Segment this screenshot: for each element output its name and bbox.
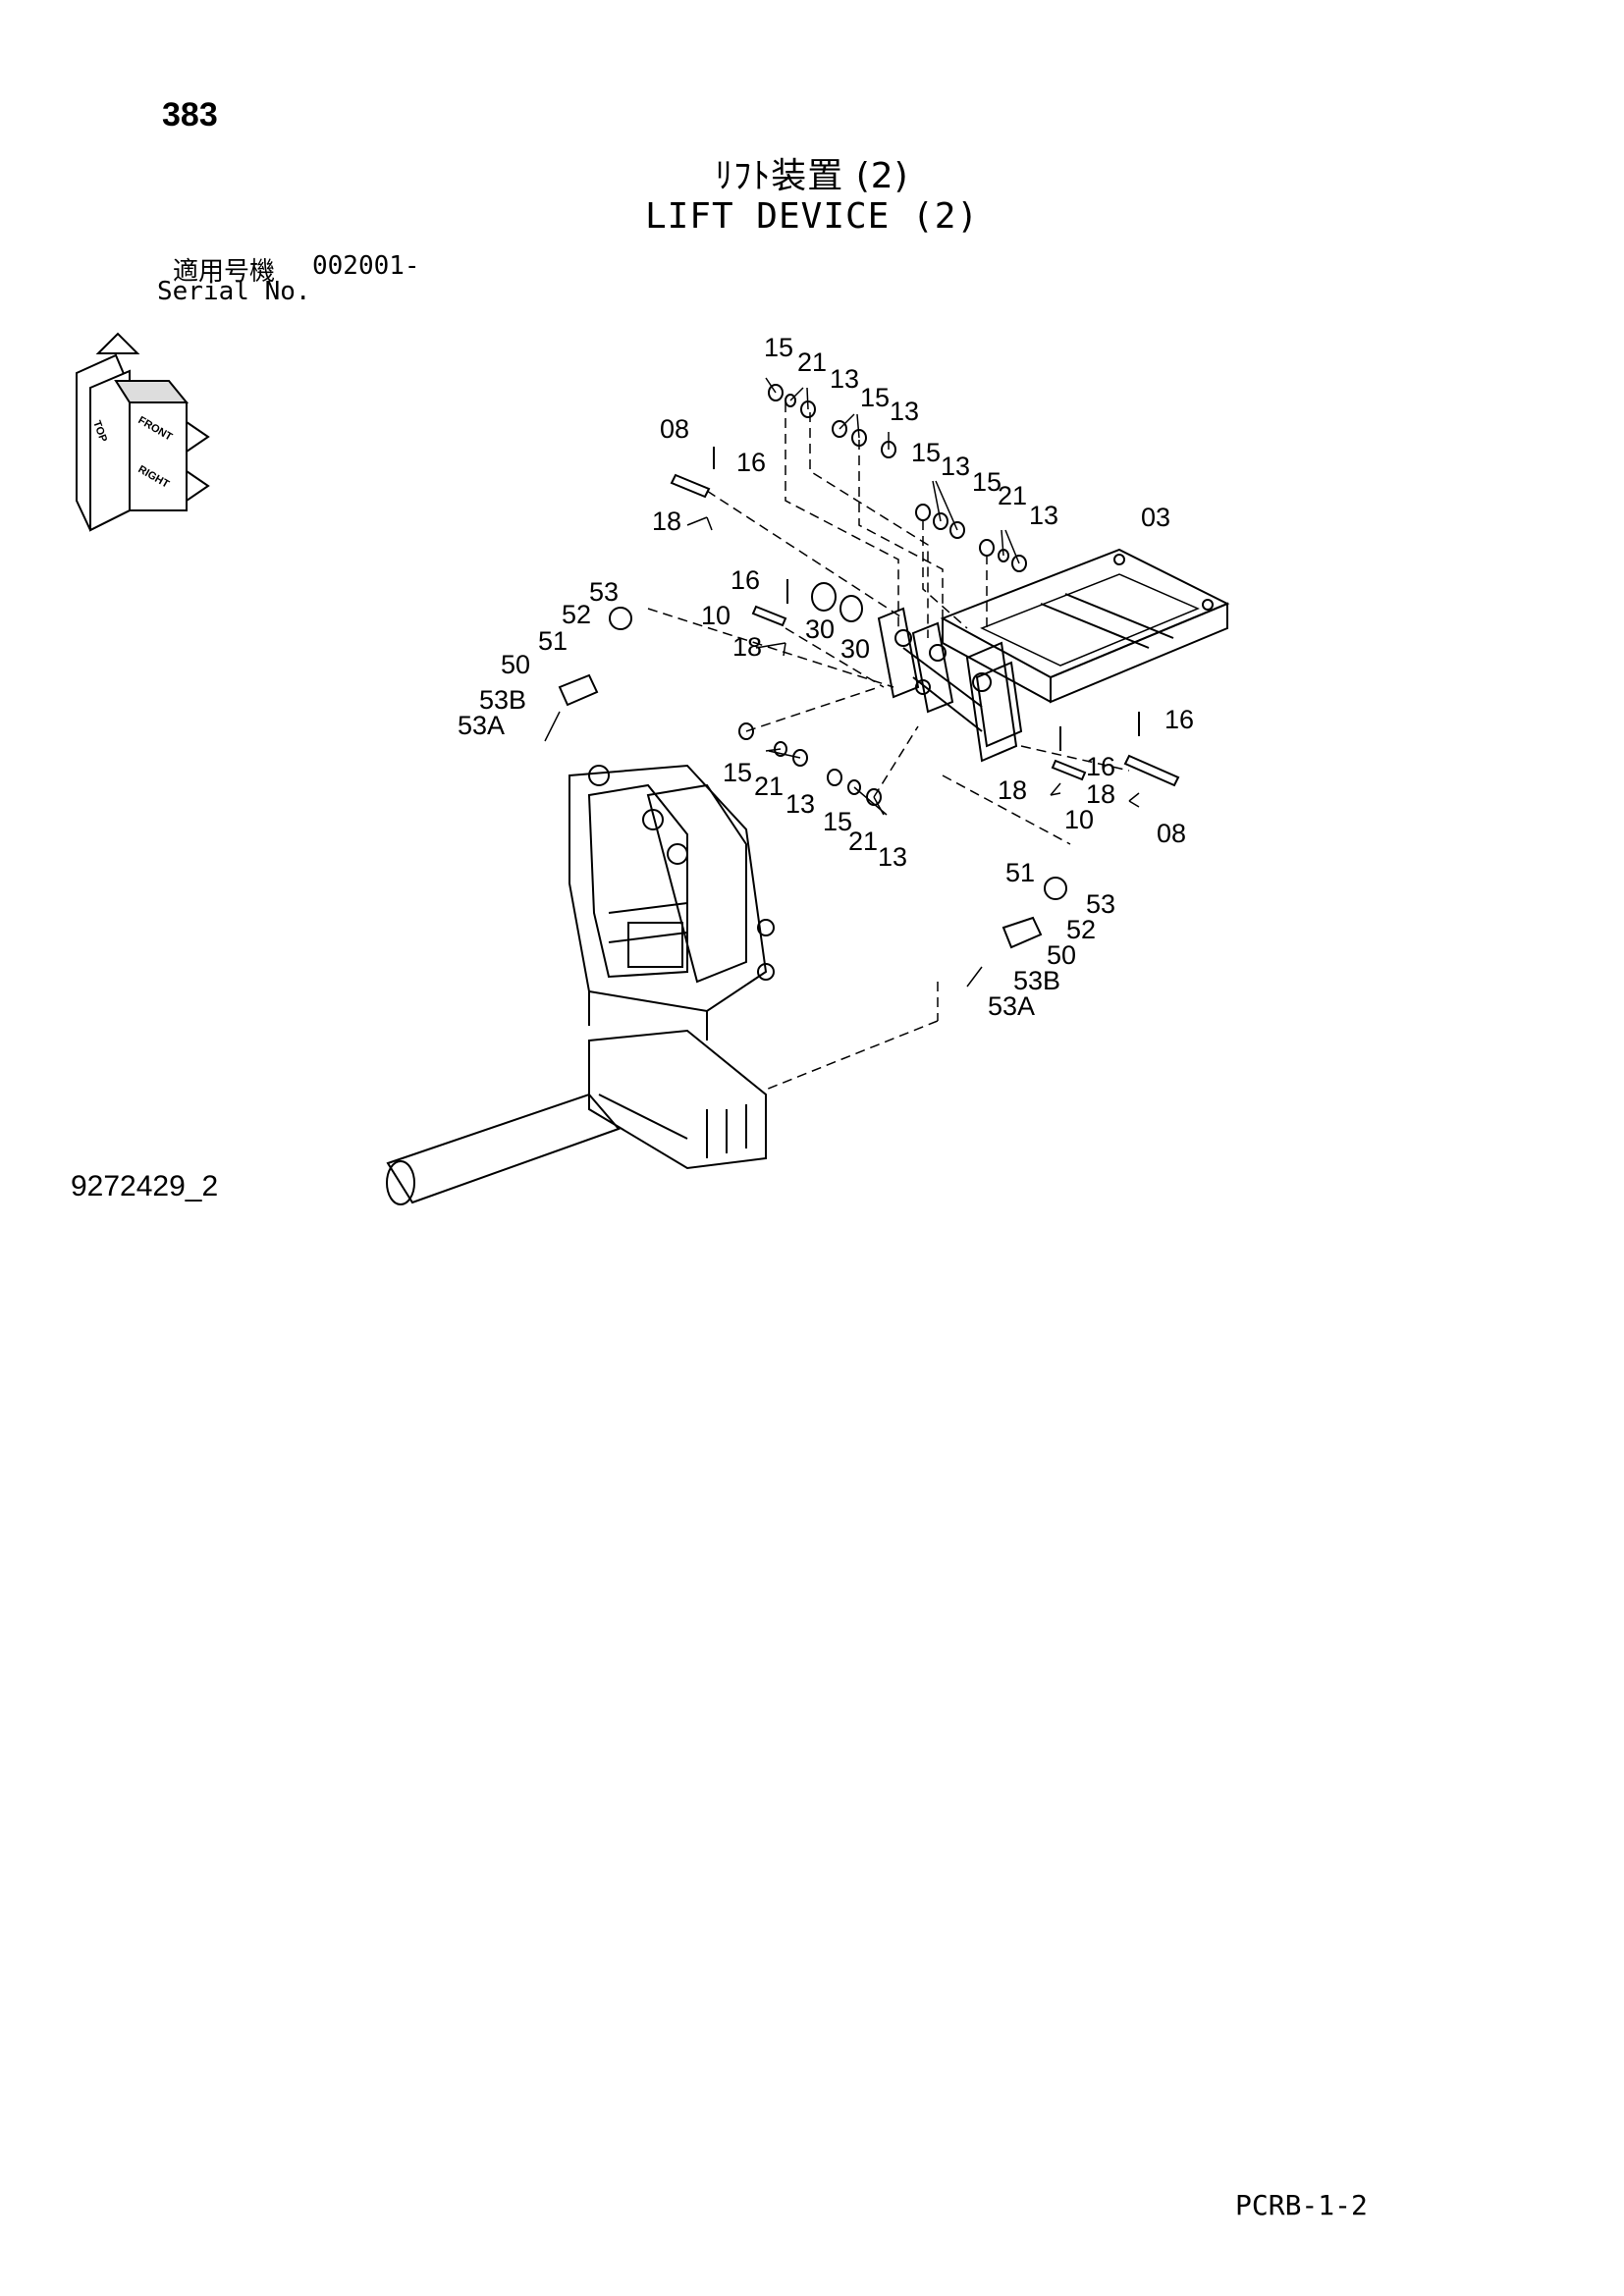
serial-value: 002001- xyxy=(312,251,420,281)
callout-21-a: 21 xyxy=(797,347,827,377)
callout-53B-a: 53B xyxy=(479,685,526,715)
callout-30-b: 30 xyxy=(840,634,870,664)
assembly-lines xyxy=(647,402,1130,1091)
page-title-jp: ﾘﾌﾄ装置 (2) xyxy=(715,156,909,196)
callout-53-a: 53 xyxy=(589,577,619,607)
callout-13-c: 13 xyxy=(941,452,970,481)
base-beam xyxy=(386,1029,767,1205)
callout-10-b: 10 xyxy=(1064,805,1094,834)
callout-16-a: 16 xyxy=(736,448,766,477)
callout-53A-b: 53A xyxy=(988,991,1035,1021)
callout-13-e: 13 xyxy=(785,789,815,819)
callout-labels: 15 21 13 15 13 15 13 15 21 13 08 16 18 0… xyxy=(458,333,1194,1021)
small-parts xyxy=(558,384,1140,949)
callout-16-c: 16 xyxy=(1164,705,1194,734)
callout-03: 03 xyxy=(1141,503,1170,532)
callout-16-d: 16 xyxy=(1086,752,1115,781)
callout-21-b: 21 xyxy=(998,481,1027,510)
callout-15-d: 15 xyxy=(972,467,1001,497)
bracket-plates xyxy=(877,607,1023,763)
callout-13-a: 13 xyxy=(830,364,859,394)
callout-51-b: 51 xyxy=(1005,858,1035,887)
serial-label-en: Serial No. xyxy=(157,277,311,306)
leader-lines xyxy=(544,377,1140,988)
callout-53B-b: 53B xyxy=(1013,966,1060,995)
callout-30-a: 30 xyxy=(805,614,835,644)
callout-52-b: 52 xyxy=(1066,915,1096,944)
callout-16-b: 16 xyxy=(731,565,760,595)
callout-13-f: 13 xyxy=(878,842,907,872)
callout-13-d: 13 xyxy=(1029,501,1058,530)
callout-10-a: 10 xyxy=(701,601,731,630)
callout-18-a: 18 xyxy=(652,507,681,536)
callout-52-a: 52 xyxy=(562,600,591,629)
orientation-icon: TOP FRONT RIGHT xyxy=(76,332,210,532)
callout-15-b: 15 xyxy=(860,383,890,412)
callout-21-f: 21 xyxy=(848,827,878,856)
callout-53A-a: 53A xyxy=(458,711,505,740)
sheet-code: PCRB-1-2 xyxy=(1235,2189,1368,2221)
callout-08-a: 08 xyxy=(660,414,689,444)
callout-08-b: 08 xyxy=(1157,819,1186,848)
callout-50-b: 50 xyxy=(1047,940,1076,970)
figure-code: 9272429_2 xyxy=(71,1170,219,1202)
serial-label-jp: 適用号機 xyxy=(173,257,276,287)
callout-15-a: 15 xyxy=(764,333,793,362)
callout-15-e: 15 xyxy=(723,758,752,787)
callout-15-f: 15 xyxy=(823,807,852,836)
page-number: 383 xyxy=(162,96,218,133)
pins xyxy=(670,473,1180,787)
callout-50-a: 50 xyxy=(501,650,530,679)
callout-21-e: 21 xyxy=(754,772,784,801)
callout-53-b: 53 xyxy=(1086,889,1115,919)
callout-18-c: 18 xyxy=(998,775,1027,805)
callout-15-c: 15 xyxy=(911,438,941,467)
page-title-en: LIFT DEVICE (2) xyxy=(644,196,980,237)
callout-13-b: 13 xyxy=(890,397,919,426)
callout-51-a: 51 xyxy=(538,626,568,656)
callout-18-d: 18 xyxy=(1086,779,1115,809)
callout-18-b: 18 xyxy=(732,632,762,662)
machine-body xyxy=(568,764,775,1041)
lift-frame xyxy=(940,548,1230,704)
